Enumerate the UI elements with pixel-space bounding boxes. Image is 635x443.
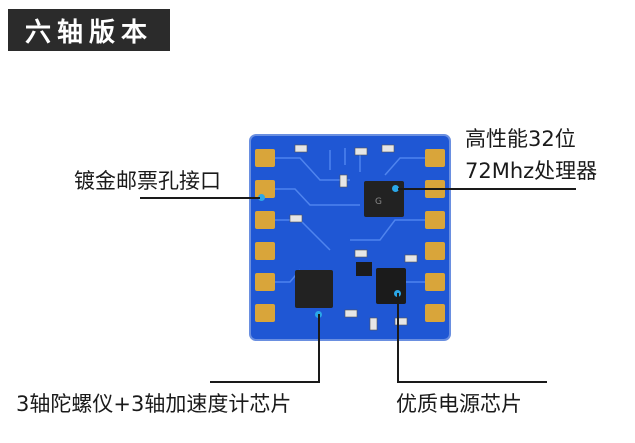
- passive-components: [289, 144, 418, 331]
- interface-label: 镀金邮票孔接口: [74, 169, 221, 193]
- svg-text:G: G: [375, 197, 382, 207]
- sensor-leader-horizontal: [210, 381, 320, 383]
- power-chip: [376, 268, 406, 304]
- power-label: 优质电源芯片: [396, 392, 522, 416]
- imu-chip: [295, 270, 333, 308]
- sensor-leader-vertical: [318, 314, 320, 382]
- right-pads: [425, 149, 445, 322]
- pcb-traces: [275, 148, 425, 283]
- processor-callout-dot: [392, 185, 399, 192]
- pcb-edge: [249, 134, 451, 341]
- interface-callout-dot: [258, 194, 265, 201]
- pcb-board: [250, 135, 450, 340]
- sensor-label: 3轴陀螺仪+3轴加速度计芯片: [16, 392, 292, 416]
- power-leader-horizontal: [397, 381, 547, 383]
- processor-label-line2: 72Mhz处理器: [465, 159, 598, 183]
- processor-leader-line: [398, 188, 576, 190]
- power-leader-vertical: [397, 293, 399, 382]
- interface-leader-line: [140, 197, 260, 199]
- processor-label-line1: 高性能32位: [465, 127, 576, 151]
- version-title: 六轴版本: [8, 9, 170, 51]
- left-pads: [255, 149, 275, 322]
